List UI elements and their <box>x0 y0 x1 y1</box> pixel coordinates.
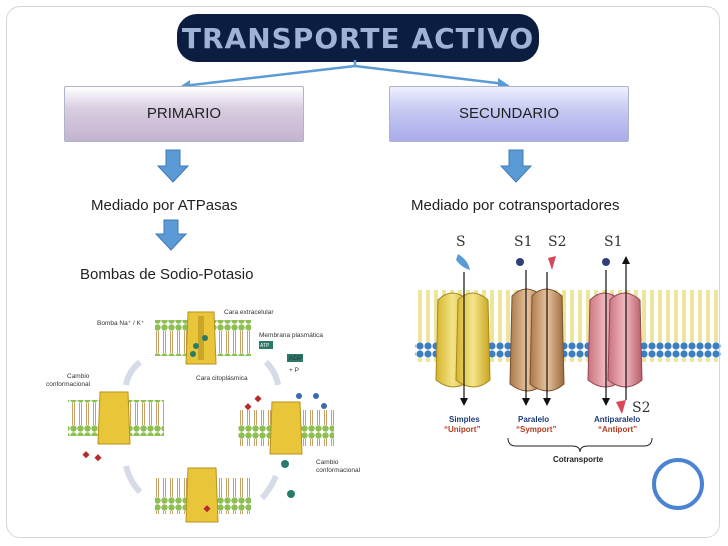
label-s: S <box>456 234 466 250</box>
phosphate-icon <box>281 460 289 468</box>
caption-antiport: “Antiport” <box>598 425 637 434</box>
title-banner: TRANSPORTE ACTIVO <box>177 14 539 62</box>
slide-frame <box>6 6 720 538</box>
label-membrane: Membrana plasmática <box>259 332 323 339</box>
down-arrow-icon <box>154 219 188 251</box>
primary-label: PRIMARIO <box>146 105 222 122</box>
ion-icon <box>203 505 211 513</box>
down-arrow-icon <box>499 149 533 183</box>
cycle-arrow-icon <box>259 474 279 501</box>
label-change-right-1: Cambio <box>316 459 339 466</box>
primary-box: PRIMARIO <box>64 86 304 142</box>
ion-icon <box>296 393 302 399</box>
label-adp: ADP <box>289 355 302 362</box>
label-change-left-1: Cambio <box>67 373 90 380</box>
molecule-s2-icon <box>548 256 556 270</box>
secondary-box: SECUNDARIO <box>389 86 629 142</box>
label-cytoplasm: Cara citoplásmica <box>196 375 248 382</box>
ion-icon <box>244 403 252 411</box>
cycle-arrow-icon <box>123 359 142 386</box>
label-phosphate: + P <box>289 367 299 374</box>
atp-icon <box>259 341 273 349</box>
molecule-s1-icon <box>602 258 610 266</box>
label-change-right-2: conformacional <box>316 467 361 474</box>
symport-protein <box>509 288 565 392</box>
corner-bubble <box>652 458 704 510</box>
page-title: TRANSPORTE ACTIVO <box>181 21 535 55</box>
primary-example: Bombas de Sodio-Potasio <box>80 266 254 283</box>
adp-icon <box>287 354 303 362</box>
molecule-s-icon <box>456 254 470 270</box>
uniport-protein <box>435 292 491 388</box>
ion-icon <box>313 393 319 399</box>
antiport-protein <box>587 292 643 388</box>
pump-state-top <box>155 311 251 365</box>
label-s2: S2 <box>548 234 567 250</box>
caption-parallel: Paralelo <box>518 415 549 424</box>
cycle-arrow-icon <box>123 465 143 495</box>
caption-simple: Simples <box>449 415 480 424</box>
ion-icon <box>190 351 196 357</box>
ion-icon <box>202 335 208 341</box>
label-s2-b: S2 <box>632 400 651 416</box>
cycle-arrow-icon <box>263 359 281 386</box>
title-connector-icon <box>182 60 506 88</box>
phosphate-icon <box>287 490 295 498</box>
molecule-s1-icon <box>516 258 524 266</box>
label-change-left-2: conformacional <box>46 381 91 388</box>
molecule-s2-icon <box>616 400 626 414</box>
cotransport-bracket <box>507 437 653 453</box>
caption-symport: “Symport” <box>516 425 556 434</box>
secondary-description: Mediado por cotransportadores <box>411 197 620 214</box>
caption-uniport: “Uniport” <box>444 425 480 434</box>
label-s1-b: S1 <box>604 234 623 250</box>
label-atp: ATP <box>260 343 270 349</box>
ion-icon <box>193 343 199 349</box>
ion-icon <box>321 403 327 409</box>
secondary-label: SECUNDARIO <box>458 105 559 122</box>
ion-icon <box>254 395 262 403</box>
pump-state-right <box>238 401 334 455</box>
pump-state-left <box>68 391 164 445</box>
label-s1: S1 <box>514 234 533 250</box>
caption-cotransport: Cotransporte <box>553 455 604 464</box>
primary-description: Mediado por ATPasas <box>91 197 238 214</box>
caption-antiparallel: Antiparalelo <box>594 415 640 424</box>
label-pump: Bomba Na⁺ / K⁺ <box>97 320 145 327</box>
down-arrow-icon <box>156 149 190 183</box>
label-extracellular: Cara extracelular <box>224 309 274 316</box>
